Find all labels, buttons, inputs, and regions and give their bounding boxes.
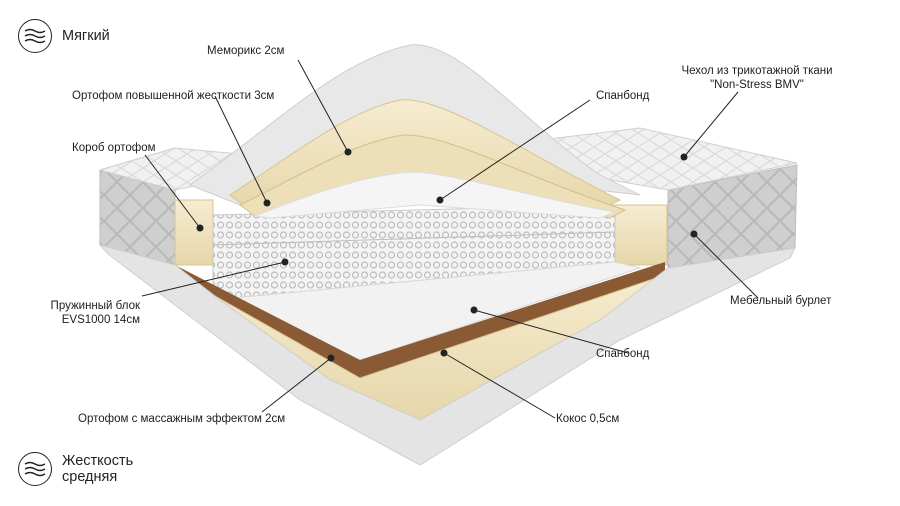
firmness-line2: средняя	[62, 469, 118, 485]
label-memory-foam: Меморикс 2см	[207, 45, 285, 57]
label-cover-line1: Чехол из трикотажной ткани	[681, 65, 833, 77]
label-border: Мебельный бурлет	[730, 295, 832, 307]
label-coconut: Кокос 0,5см	[556, 413, 620, 425]
box-foam-left	[174, 199, 214, 266]
bottom-cover	[98, 244, 796, 466]
label-cover-line2: "Non-Stress BMV"	[710, 79, 804, 91]
firmness-text: Жесткость средняя	[62, 453, 133, 485]
wave-lines-icon	[18, 19, 52, 53]
spunbond-top-layer	[253, 171, 617, 219]
label-spring-line2: EVS1000 14см	[61, 314, 140, 326]
label-cover: Чехол из трикотажной ткани "Non-Stress B…	[672, 64, 842, 92]
softness-text: Мягкий	[62, 28, 110, 44]
label-spring-line1: Пружинный блок	[50, 300, 140, 312]
box-foam-right	[614, 204, 668, 266]
wave-lines-icon	[18, 452, 52, 486]
label-spring-block: Пружинный блок EVS1000 14см	[40, 299, 140, 327]
label-box-foam: Короб ортофом	[72, 142, 156, 154]
label-massage-foam: Ортофом с массажным эффектом 2см	[78, 413, 286, 425]
label-spunbond-bottom: Спанбонд	[596, 348, 650, 360]
firmness-line1: Жесткость	[62, 453, 134, 469]
label-ortofom-hard: Ортофом повышенной жесткости 3см	[72, 90, 275, 102]
firmness-badge: Жесткость средняя	[18, 452, 133, 486]
label-spunbond-top: Спанбонд	[596, 90, 650, 102]
softness-badge: Мягкий	[18, 19, 110, 53]
coconut-layer	[175, 262, 665, 378]
